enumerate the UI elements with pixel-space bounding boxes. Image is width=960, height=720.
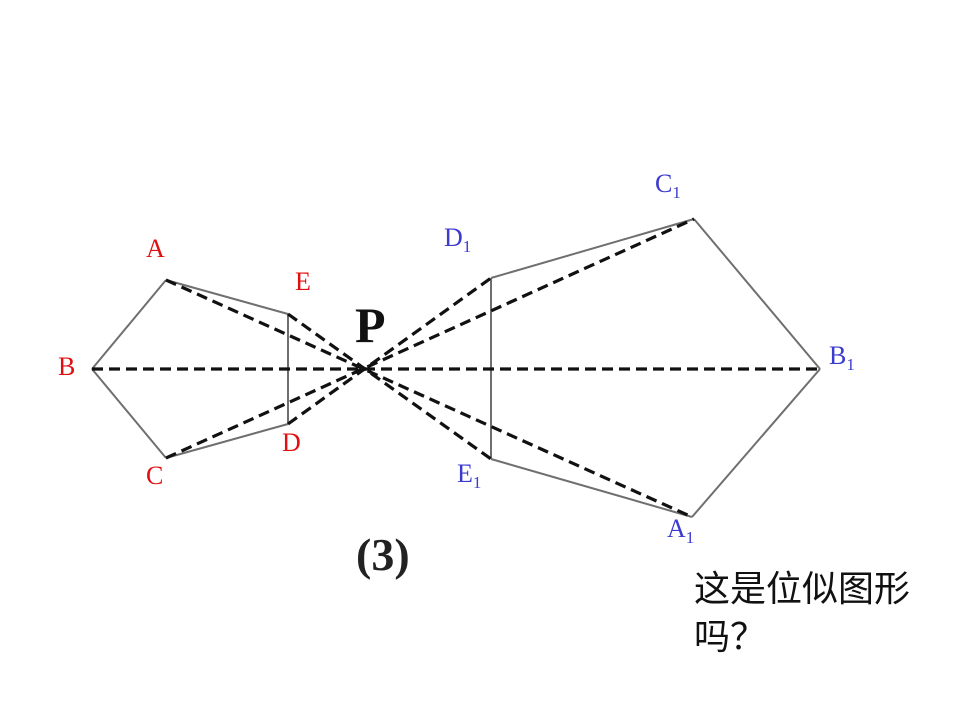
vertex-label-b: B [58, 352, 75, 381]
vertex-label-c1: C1 [655, 169, 681, 202]
vertex-label-d1-base: D [444, 223, 463, 252]
edge-a-b [91, 279, 167, 370]
vertex-label-a: A [146, 234, 165, 263]
figure-number: (3) [356, 529, 410, 580]
vertex-label-c1-base: C [655, 169, 672, 198]
edge-b1-a1 [691, 368, 821, 518]
vertex-label-a1: A1 [667, 514, 694, 547]
ray-e-e1 [287, 312, 492, 461]
vertex-label-b1-sub: 1 [846, 355, 855, 374]
vertex-label-a1-sub: 1 [686, 528, 695, 547]
question-text: 这是位似图形吗？ [694, 569, 911, 658]
edge-e-a [165, 279, 289, 315]
ray-d-d1 [287, 276, 492, 426]
vertex-label-d: D [282, 428, 301, 457]
vertex-label-e1-sub: 1 [473, 473, 482, 492]
edge-d1-c1 [490, 218, 695, 279]
original-labels: A B C D E [58, 234, 311, 490]
original-pentagon [91, 279, 289, 459]
edge-c1-b1 [693, 218, 821, 370]
vertex-label-e1: E1 [457, 459, 481, 492]
vertex-label-e1-base: E [457, 459, 473, 488]
vertex-label-e: E [295, 267, 311, 296]
vertex-label-c1-sub: 1 [672, 183, 681, 202]
vertex-label-b1: B1 [829, 341, 855, 374]
center-label: P [355, 297, 386, 353]
ray-a-a1 [165, 278, 693, 519]
center-rays [92, 217, 820, 519]
ray-c-c1 [165, 217, 695, 460]
vertex-label-b1-base: B [829, 341, 846, 370]
edge-a1-e1 [490, 458, 693, 518]
vertex-label-d1: D1 [444, 223, 471, 256]
edge-c-d [165, 423, 289, 459]
vertex-label-a1-base: A [667, 514, 686, 543]
edge-b-c [91, 368, 167, 459]
vertex-label-c: C [146, 461, 163, 490]
image-labels: C1 D1 B1 E1 A1 [444, 169, 855, 547]
vertex-label-d1-sub: 1 [463, 237, 472, 256]
